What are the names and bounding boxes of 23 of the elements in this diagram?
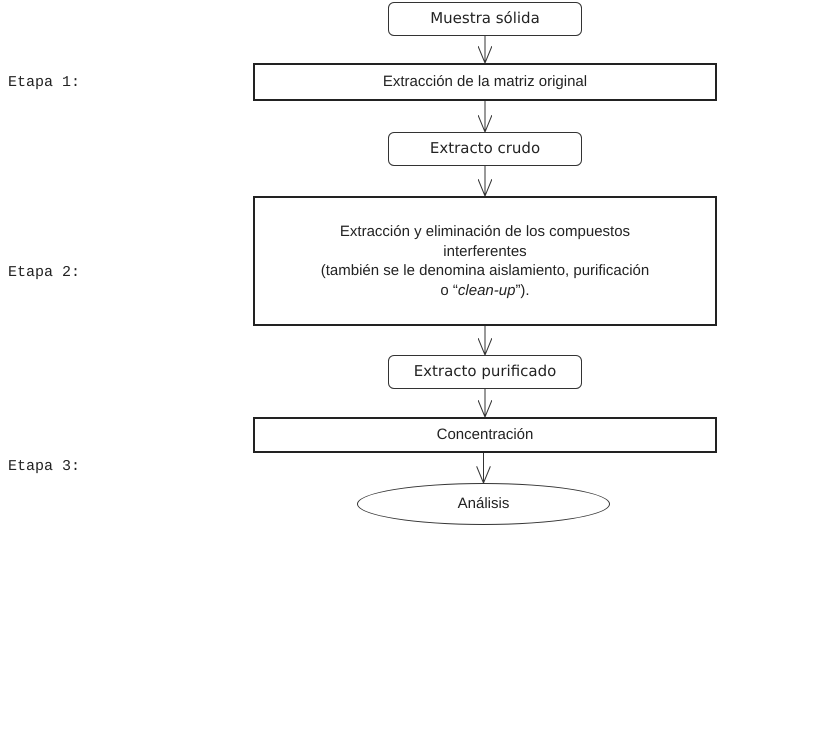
product-box [388, 2, 582, 36]
node-text: Extracción y eliminación de los compuestos interferentes [338, 222, 632, 261]
node-text: Muestra sólida [430, 9, 540, 29]
arrow [478, 326, 492, 356]
stage-label: Etapa 1: [8, 73, 80, 93]
node-text: Análisis [458, 494, 510, 514]
product-box [388, 132, 582, 166]
node-text: Extracción de la matriz original [382, 72, 588, 92]
process-box [253, 417, 717, 453]
process-box [253, 63, 717, 101]
stage-label: Etapa 3: [8, 457, 80, 477]
node-text: Extracto purificado [414, 362, 556, 382]
process-box [253, 196, 717, 326]
node-text: Extracto crudo [430, 139, 540, 159]
node-text: Concentración [436, 425, 534, 445]
stage-label: Etapa 2: [8, 263, 80, 283]
arrow [476, 452, 491, 484]
arrow [478, 36, 492, 64]
arrow [478, 166, 492, 196]
arrow [478, 388, 492, 418]
arrow [478, 100, 492, 132]
node-text: (también se le denomina aislamiento, purificación o “clean-up”). [320, 261, 650, 300]
product-box [388, 355, 582, 389]
